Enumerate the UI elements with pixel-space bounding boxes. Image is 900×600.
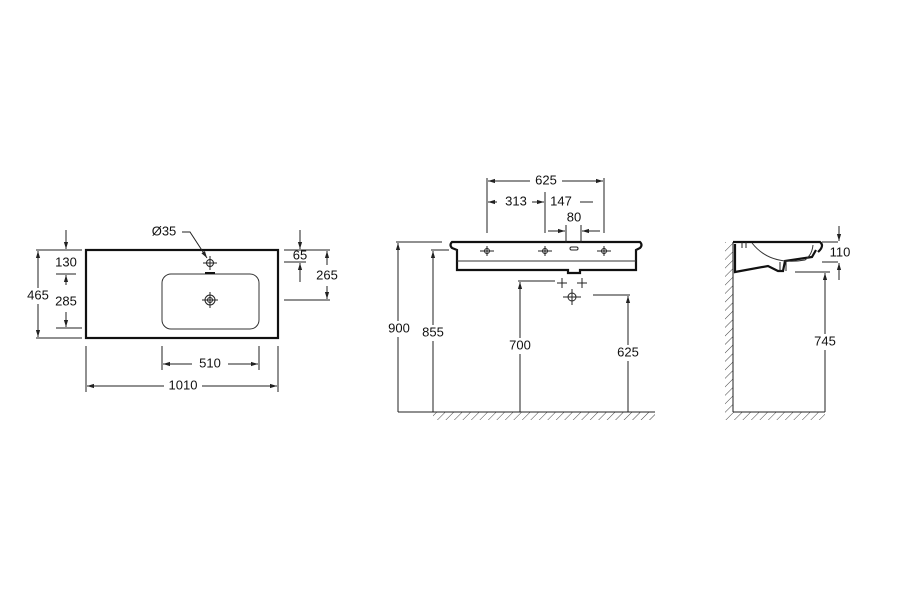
dim-80: 80 <box>567 209 581 224</box>
dim-745: 745 <box>814 333 836 348</box>
dim-130: 130 <box>55 254 77 269</box>
dim-65: 65 <box>293 247 307 262</box>
dim-465: 465 <box>27 287 49 302</box>
dim-1010: 1010 <box>169 377 198 392</box>
side-view: 110 745 <box>725 226 850 420</box>
dim-285: 285 <box>55 293 77 308</box>
drain-icon <box>202 292 218 308</box>
floor-hatching-side <box>733 412 825 420</box>
tap-hole-label: Ø35 <box>152 223 177 238</box>
tap-hole-icon <box>203 256 217 270</box>
tap-holes-icon <box>480 246 611 256</box>
dim-510: 510 <box>199 355 221 370</box>
dim-900: 900 <box>388 320 410 335</box>
dim-110: 110 <box>830 244 851 259</box>
dim-147: 147 <box>550 193 572 208</box>
basin-front-outline <box>449 240 643 275</box>
dim-855: 855 <box>422 324 444 339</box>
dim-625-top: 625 <box>535 172 557 187</box>
dim-625-height: 625 <box>617 344 639 359</box>
dim-313: 313 <box>505 193 527 208</box>
front-view: 625 313 147 80 900 855 700 625 <box>385 172 655 420</box>
basin-outline <box>84 248 280 340</box>
wall-hatching <box>725 242 733 420</box>
floor-hatching <box>433 412 655 420</box>
dim-265: 265 <box>316 267 338 282</box>
top-view: Ø35 130 285 465 65 265 510 1010 <box>24 223 338 392</box>
dim-700: 700 <box>509 337 531 352</box>
supply-connections-icon <box>557 278 587 305</box>
